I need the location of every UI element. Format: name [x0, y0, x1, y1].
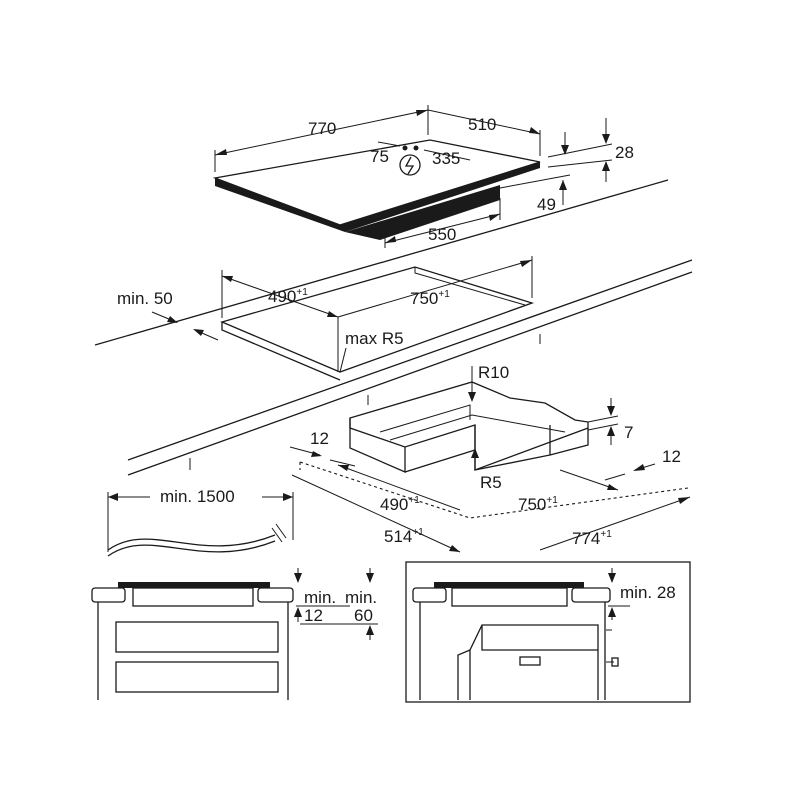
hob-underside-height-label: 49	[537, 195, 556, 214]
frame-inner-radius-label: R5	[480, 473, 502, 492]
hob-offset-right-label: 335	[432, 149, 460, 168]
hob-depth-label: 510	[468, 115, 496, 134]
hob-glass-right	[434, 582, 584, 588]
frame-outer-depth-label: 514+1	[384, 527, 424, 546]
hob-width-label: 770	[308, 119, 336, 138]
frame-inner-depth-label: 490+1	[380, 495, 420, 514]
power-connection-icon	[399, 154, 421, 176]
oven	[457, 624, 599, 700]
frame-top	[349, 381, 589, 471]
hob-body	[345, 185, 500, 240]
cutout-min-front-label: min. 50	[117, 289, 173, 308]
frame-outer-radius-label: R10	[478, 363, 509, 382]
hob-drawing: 770 510 75 335 28 49 550	[212, 105, 634, 248]
hob-underside-width-label: 550	[428, 225, 456, 244]
section-right-drawing: min. 28	[405, 561, 691, 703]
section-left-clear-min-label: min.	[304, 588, 336, 607]
frame-drawing: R10 R5 7 12 12 490+1 750+1	[289, 363, 691, 553]
hob-offset-left-label: 75	[370, 147, 389, 166]
worktop-drawing: min. 50 490+1 750+1 max R5	[94, 179, 693, 476]
hob-height-label: 28	[615, 143, 634, 162]
cable	[107, 534, 276, 551]
hob-glass-left	[118, 582, 270, 588]
section-left-depth-min-value: 60	[354, 606, 373, 625]
cable-drawing: min. 1500	[107, 487, 294, 557]
section-left-depth-min-label: min.	[345, 588, 377, 607]
frame-inner-width-label: 750+1	[518, 495, 558, 514]
cutout-depth-label: 490+1	[268, 287, 308, 306]
section-left-clear-min-value: 12	[304, 606, 323, 625]
frame-margin-left-label: 12	[310, 429, 329, 448]
frame-margin-right-label: 12	[662, 447, 681, 466]
worktop-cutout	[220, 266, 535, 373]
cutout-radius-label: max R5	[345, 329, 404, 348]
section-right-clear-label: min. 28	[620, 583, 676, 602]
section-left-drawing: min. 12 min. 60	[91, 568, 378, 700]
frame-lip-height-label: 7	[624, 423, 633, 442]
frame-outer-width-label: 774+1	[572, 529, 612, 548]
cable-length-label: min. 1500	[160, 487, 235, 506]
hob-edge	[215, 162, 540, 232]
cutout-width-label: 750+1	[410, 289, 450, 308]
